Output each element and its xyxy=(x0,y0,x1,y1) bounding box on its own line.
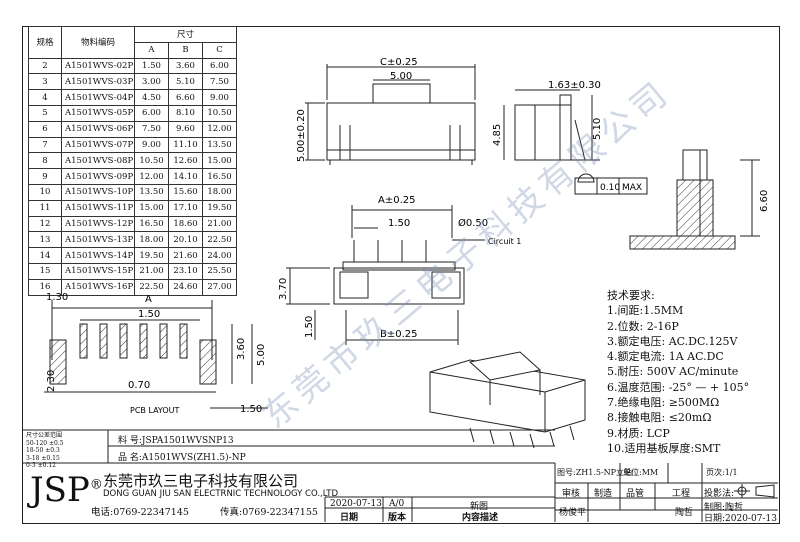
reviewer: 杨俊平 xyxy=(559,508,587,518)
pcb-dim-230: 2.30 xyxy=(46,370,57,392)
c-cell: 16.50 xyxy=(202,168,237,185)
c-cell: 15.00 xyxy=(202,152,237,170)
top-view xyxy=(286,205,485,345)
requirement-item: 5.耐压: 500V AC/minute xyxy=(607,365,739,379)
dim-top-5: 5.00 xyxy=(390,71,412,82)
pcb-dim-070: 0.70 xyxy=(128,380,150,391)
dim-370: 3.70 xyxy=(278,278,289,300)
rev-desc: 新图 xyxy=(470,502,489,512)
eng-label: 工程 xyxy=(672,489,691,499)
requirements-title: 技术要求: xyxy=(607,289,655,302)
part-no-header: 物料编码 xyxy=(61,26,135,59)
reg-mark: ® xyxy=(89,477,103,493)
title-block xyxy=(22,429,778,522)
pcb-dim-150b: 1.50 xyxy=(240,404,262,415)
requirement-item: 2.位数: 2-16P xyxy=(607,319,679,333)
jsp-logo: JSP® xyxy=(30,470,103,510)
front-view xyxy=(305,64,476,165)
company-en: DONG GUAN JIU SAN ELECTRNIC TECHNOLOGY C… xyxy=(103,489,339,499)
fax: 传真:0769-22347155 xyxy=(220,507,318,518)
dim-660: 6.60 xyxy=(759,190,770,212)
make-label: 制造 xyxy=(594,489,613,499)
dim-pitch: 1.50 xyxy=(388,218,410,229)
flatness-value: 0.10 xyxy=(600,183,620,193)
tolerance-row: 50-120 ±0.5 xyxy=(26,439,64,447)
flatness-max: MAX xyxy=(622,183,642,193)
b-cell: 24.60 xyxy=(168,278,203,296)
requirement-item: 3.额定电压: AC.DC.125V xyxy=(607,334,738,348)
title-date: 日期:2020-07-13 xyxy=(704,514,777,524)
col-date: 日期 xyxy=(340,513,359,523)
company-cn: 东莞市玖三电子科技有限公司 xyxy=(103,472,299,490)
requirement-item: 4.额定电流: 1A AC.DC xyxy=(607,350,724,364)
dim-163: 1.63±0.30 xyxy=(548,80,601,91)
dim-485: 4.85 xyxy=(492,124,503,146)
pcb-dim-150: 1.50 xyxy=(138,309,160,320)
pcb-dim-360: 3.60 xyxy=(236,338,247,360)
drawing-no: 图号:ZH1.5-NP立贴 xyxy=(557,468,633,477)
requirement-item: 7.绝缘电阻: ≥500MΩ xyxy=(607,396,720,410)
pcb-layout xyxy=(44,300,268,409)
pcb-dim-500: 5.00 xyxy=(256,344,267,366)
requirement-item: 9.材质: LCP xyxy=(607,426,670,440)
pcb-dim-130: 1.30 xyxy=(46,292,68,303)
dim-a: A±0.25 xyxy=(378,195,416,206)
drawing-frame xyxy=(22,26,780,524)
requirement-item: 6.温度范围: -25° — + 105° xyxy=(607,380,750,394)
tolerance-title: 尺寸公差范围 xyxy=(26,432,63,439)
rev-version: A/0 xyxy=(389,499,405,509)
requirement-item: 8.接触电阻: ≤20mΩ xyxy=(607,411,712,425)
tolerance-row: 18-50 ±0.3 xyxy=(26,447,60,454)
unit: 单位:MM xyxy=(623,468,659,477)
dim-hole: Ø0.50 xyxy=(458,217,488,229)
logo-text: JSP xyxy=(30,470,90,510)
quality-label: 品管 xyxy=(626,489,645,499)
dim-c: C±0.25 xyxy=(380,57,418,68)
requirement-item: 10.适用基板厚度:SMT xyxy=(607,441,721,455)
section-view xyxy=(629,149,760,250)
phone: 电话:0769-22347145 xyxy=(91,507,189,518)
review-label: 审核 xyxy=(562,489,581,499)
c-cell: 27.00 xyxy=(202,278,237,296)
pcb-dim-a: A xyxy=(145,294,152,305)
dim-b: B±0.25 xyxy=(380,329,418,340)
dim-150v: 1.50 xyxy=(304,316,315,338)
requirement-item: 1.间距:1.5MM xyxy=(607,304,684,318)
product-name: 品 名:A1501WVS(ZH1.5)-NP xyxy=(118,453,246,463)
side-view xyxy=(503,89,648,195)
page-no: 页次:1/1 xyxy=(706,468,738,477)
drafter: 制图:陶哲 xyxy=(704,503,744,513)
material-no: 料 号:JSPA1501WVSNP13 xyxy=(118,436,234,446)
tolerance-row: 0-3 ±0.12 xyxy=(26,462,56,469)
projection-label: 投影法: xyxy=(704,489,735,499)
tolerance-row: 3-18 ±0.15 xyxy=(26,454,60,462)
pcb-layout-label: PCB LAYOUT xyxy=(130,406,180,415)
engineer: 陶哲 xyxy=(675,508,694,518)
iso-view xyxy=(429,351,586,449)
dim-5-020: 5.00±0.20 xyxy=(296,109,307,162)
rev-date: 2020-07-13 xyxy=(330,499,382,509)
dim-510: 5.10 xyxy=(592,118,603,140)
circuit-label: Circuit 1 xyxy=(488,237,521,246)
col-version: 版本 xyxy=(388,513,407,523)
col-desc: 内容描述 xyxy=(462,513,499,523)
